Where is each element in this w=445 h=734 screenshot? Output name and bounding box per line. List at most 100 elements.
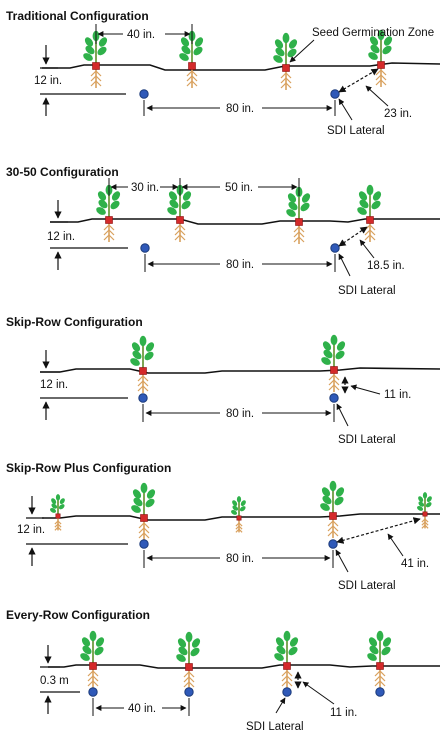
leaf [51, 498, 57, 505]
leaf [288, 201, 298, 211]
leaf [232, 505, 239, 511]
plant [131, 482, 156, 540]
root [328, 374, 335, 381]
leaf [177, 638, 187, 648]
leaf [276, 645, 286, 655]
leaf [322, 495, 332, 505]
leaf [168, 191, 178, 201]
root [333, 379, 340, 386]
soil-surface-line [42, 513, 440, 521]
root [188, 671, 195, 678]
seed-germination-zone-label: Seed Germination Zone [312, 27, 434, 39]
root [87, 680, 94, 687]
plant [368, 29, 393, 87]
plant [96, 184, 121, 242]
leaves [50, 494, 65, 513]
root [380, 74, 387, 81]
roots [87, 668, 99, 688]
plant [176, 631, 201, 689]
leaf [132, 489, 142, 499]
diagonal-distance-label: 23 in. [384, 108, 412, 120]
depth-label: 12 in. [40, 379, 68, 391]
plant [274, 630, 299, 688]
root [379, 680, 386, 687]
leaves [357, 184, 382, 215]
leaf [80, 653, 90, 661]
root [374, 670, 381, 677]
root [424, 524, 429, 529]
root [137, 375, 144, 382]
leaves [320, 480, 345, 511]
leaf [358, 191, 368, 201]
lateral-spacing-label: 80 in. [226, 103, 254, 115]
roots [328, 372, 340, 392]
seed-zone-marker [329, 512, 337, 520]
plant [321, 334, 346, 392]
root [103, 234, 110, 241]
leaf [82, 645, 92, 655]
sdi-lateral-marker [375, 687, 385, 697]
leaves [167, 184, 192, 215]
root [108, 224, 115, 231]
root [54, 526, 59, 531]
depth-label: 0.3 m [40, 675, 69, 687]
seed-zone-marker [185, 663, 193, 671]
vertical-distance-label: 11 in. [330, 707, 357, 719]
leaf [287, 48, 297, 58]
leaf [236, 496, 242, 503]
root [54, 520, 59, 525]
leaf [287, 193, 297, 203]
leaf [144, 351, 154, 361]
leaf [131, 342, 141, 352]
seed-zone-marker [105, 216, 113, 224]
sdi-lateral-marker [328, 539, 338, 549]
root [90, 80, 97, 87]
leaf [366, 184, 374, 196]
sdi-lateral-marker [140, 243, 150, 253]
roots [137, 373, 149, 393]
seed-zone-marker [376, 662, 384, 670]
panel-traditional: Traditional Configuration 12 in. 40 in. … [6, 9, 441, 137]
root [327, 530, 334, 537]
sdi-lateral-marker [139, 89, 149, 99]
sdi-lateral-label: SDI Lateral [246, 721, 304, 733]
leaf [98, 37, 108, 47]
root [235, 522, 240, 527]
panel-title: Skip-Row Configuration [6, 315, 143, 329]
root [54, 523, 59, 528]
wide-spacing-label: 50 in. [225, 182, 253, 194]
root [143, 527, 150, 534]
root [90, 70, 97, 77]
root [191, 75, 198, 82]
leaves [286, 186, 311, 217]
leaf [181, 45, 191, 55]
plant-seedling [231, 496, 246, 533]
leaf [376, 630, 384, 642]
leaves [231, 496, 246, 515]
root [188, 676, 195, 683]
root [328, 379, 335, 386]
root [293, 236, 300, 243]
label-leader [350, 384, 381, 395]
soil-surface-line [50, 218, 440, 225]
root [95, 80, 102, 87]
leaf [193, 46, 203, 56]
seed-zone-marker [366, 216, 374, 224]
root [298, 231, 305, 238]
leaf [359, 199, 369, 209]
lateral-spacing-label: 40 in. [128, 703, 156, 715]
root [280, 77, 287, 84]
roots [327, 518, 339, 538]
panel-title: Every-Row Configuration [6, 608, 150, 622]
root [138, 532, 145, 539]
plant [320, 480, 345, 538]
leaf [96, 207, 106, 215]
root [143, 532, 150, 539]
leaf [367, 653, 377, 661]
leaf [321, 357, 331, 365]
root [380, 79, 387, 86]
diagonal-distance-arrow [338, 68, 379, 93]
plant-spacing-label: 40 in. [127, 29, 155, 41]
seed-zone-marker [140, 514, 148, 522]
